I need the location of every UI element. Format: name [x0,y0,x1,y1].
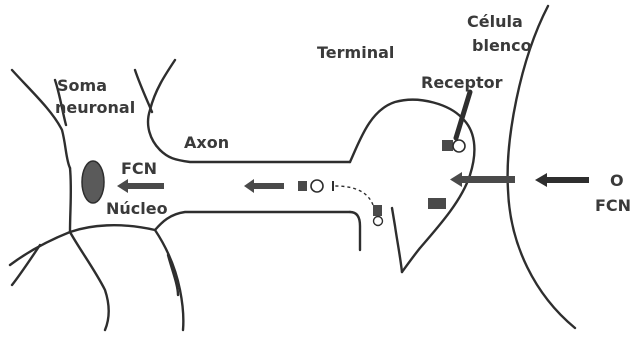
label-axon: Axon [184,133,229,152]
label-receptor: Receptor [421,73,503,92]
internalized-receptor-complex [373,205,383,226]
label-soma-line1: Soma [57,76,107,95]
axon-terminal-outline [350,100,474,272]
retrograde-transport-complex [298,180,323,192]
membrane-receptor-block [428,198,446,209]
label-source-line1: O [610,171,624,190]
label-terminal: Terminal [317,43,394,62]
axon-retrograde-arrow [244,179,284,193]
label-nucleus: Núcleo [106,199,168,218]
soma-to-nucleus-arrow [117,179,164,193]
terminal-inward-arrow [450,172,515,187]
label-target-cell-line2: blenco [472,36,532,55]
label-source-line2: FCN [595,196,631,215]
receptor-symbol [442,140,465,152]
source-arrow [535,173,589,187]
label-fcn-soma: FCN [121,159,157,178]
nucleus [82,161,104,203]
label-soma-line2: neuronal [55,98,135,117]
label-target-cell-line1: Célula [467,12,523,31]
endocytosis-path [335,186,373,205]
